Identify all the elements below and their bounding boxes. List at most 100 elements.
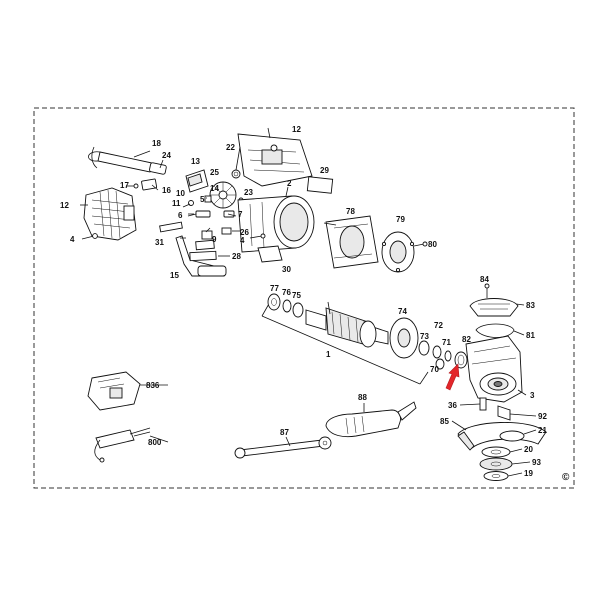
callout-79: 79 xyxy=(396,215,405,224)
callout-70: 70 xyxy=(430,365,439,374)
part-75-washer xyxy=(292,302,304,318)
part-800-cable xyxy=(94,427,151,463)
part-72-spacer xyxy=(432,345,442,359)
callout-81: 81 xyxy=(526,331,535,340)
page-border xyxy=(33,107,575,489)
callout-85: 85 xyxy=(440,417,449,426)
callout-1: 1 xyxy=(326,350,331,359)
part-armature xyxy=(305,307,389,348)
callout-836: 836 xyxy=(146,381,160,390)
leader-lines-lower xyxy=(140,283,537,477)
part-22-spring xyxy=(231,169,241,179)
part-8-label xyxy=(195,239,215,251)
callout-29: 29 xyxy=(320,166,329,175)
callout-76: 76 xyxy=(282,288,291,297)
callout-26: 26 xyxy=(240,228,249,237)
callout-5: 5 xyxy=(200,195,205,204)
callout-74: 74 xyxy=(398,307,407,316)
callout-77: 77 xyxy=(270,284,279,293)
part-28-switch-plate xyxy=(189,250,217,262)
part-71-washer xyxy=(444,350,452,362)
part-79-flange xyxy=(381,231,415,273)
callout-78: 78 xyxy=(346,207,355,216)
callout-2: 2 xyxy=(287,179,292,188)
callout-28: 28 xyxy=(232,252,241,261)
part-15-switch-lever xyxy=(175,235,227,277)
callout-7: 7 xyxy=(238,210,243,219)
part-36-screw xyxy=(479,397,487,411)
callout-16: 16 xyxy=(162,186,171,195)
callout-6: 6 xyxy=(178,211,183,220)
callout-21: 21 xyxy=(538,426,547,435)
part-5-6-springs xyxy=(188,195,212,215)
part-80-screw xyxy=(413,241,428,247)
callout-23: 23 xyxy=(244,188,253,197)
part-18-cable-guard xyxy=(88,146,153,173)
callout-4-left: 4 xyxy=(70,235,75,244)
part-81-gasket xyxy=(475,323,515,338)
callout-87: 87 xyxy=(280,428,289,437)
part-93-disc xyxy=(479,457,513,471)
callout-24: 24 xyxy=(162,151,171,160)
callout-31: 31 xyxy=(155,238,164,247)
part-83-cover xyxy=(469,298,519,317)
part-31-rod xyxy=(159,221,183,233)
callout-15: 15 xyxy=(170,271,179,280)
callout-18: 18 xyxy=(152,139,161,148)
part-4-screw-left xyxy=(81,233,98,240)
callout-36: 36 xyxy=(448,401,457,410)
part-84-screw xyxy=(484,283,490,298)
callout-12-left: 12 xyxy=(60,201,69,210)
callout-22: 22 xyxy=(226,143,235,152)
red-arrow-icon xyxy=(445,363,460,391)
callout-73: 73 xyxy=(420,332,429,341)
part-29-label xyxy=(306,176,334,194)
callout-20: 20 xyxy=(524,445,533,454)
callout-4-mid: 4 xyxy=(240,236,245,245)
callout-11: 11 xyxy=(172,199,181,208)
callout-9: 9 xyxy=(212,235,217,244)
part-4-screw-mid xyxy=(249,233,266,239)
callout-72: 72 xyxy=(434,321,443,330)
part-836-brush-set xyxy=(87,371,141,411)
part-87-spanner xyxy=(234,436,332,459)
part-21-guard xyxy=(457,422,547,451)
callout-800: 800 xyxy=(148,438,162,447)
part-78-field xyxy=(325,215,379,269)
callout-17: 17 xyxy=(120,181,129,190)
callout-14: 14 xyxy=(210,184,219,193)
callout-75: 75 xyxy=(292,291,301,300)
callout-labels: 18 24 13 22 12 17 16 25 14 23 2 29 12 11… xyxy=(60,125,570,483)
part-9-brush-holder xyxy=(201,230,213,240)
callout-71: 71 xyxy=(442,338,451,347)
part-12-brush-cover xyxy=(237,133,313,187)
part-3-gear-case xyxy=(465,335,523,403)
callout-82: 82 xyxy=(462,335,471,344)
part-24-strain-relief xyxy=(149,162,167,175)
callout-93: 93 xyxy=(532,458,541,467)
callout-80: 80 xyxy=(428,240,437,249)
part-2-stator-housing xyxy=(237,195,315,253)
callout-83: 83 xyxy=(526,301,535,310)
part-19-nut xyxy=(483,471,509,481)
highlight-arrow xyxy=(445,363,460,391)
part-74-baffle xyxy=(389,317,419,359)
part-77-bearing xyxy=(267,293,281,311)
callout-19: 19 xyxy=(524,469,533,478)
part-70-bearing xyxy=(435,358,445,370)
callout-92: 92 xyxy=(538,412,547,421)
part-13-switch xyxy=(185,169,209,193)
callout-88: 88 xyxy=(358,393,367,402)
part-30-plate xyxy=(257,245,283,263)
part-76-ring xyxy=(282,299,292,313)
callout-3: 3 xyxy=(530,391,535,400)
part-16-cable-clamp xyxy=(133,178,158,191)
part-73-bearing xyxy=(418,340,430,356)
leader-lines xyxy=(80,127,337,315)
part-26-brush xyxy=(221,227,232,235)
callout-13: 13 xyxy=(191,157,200,166)
part-88-side-handle xyxy=(325,401,417,438)
part-92-spindle xyxy=(497,405,511,421)
